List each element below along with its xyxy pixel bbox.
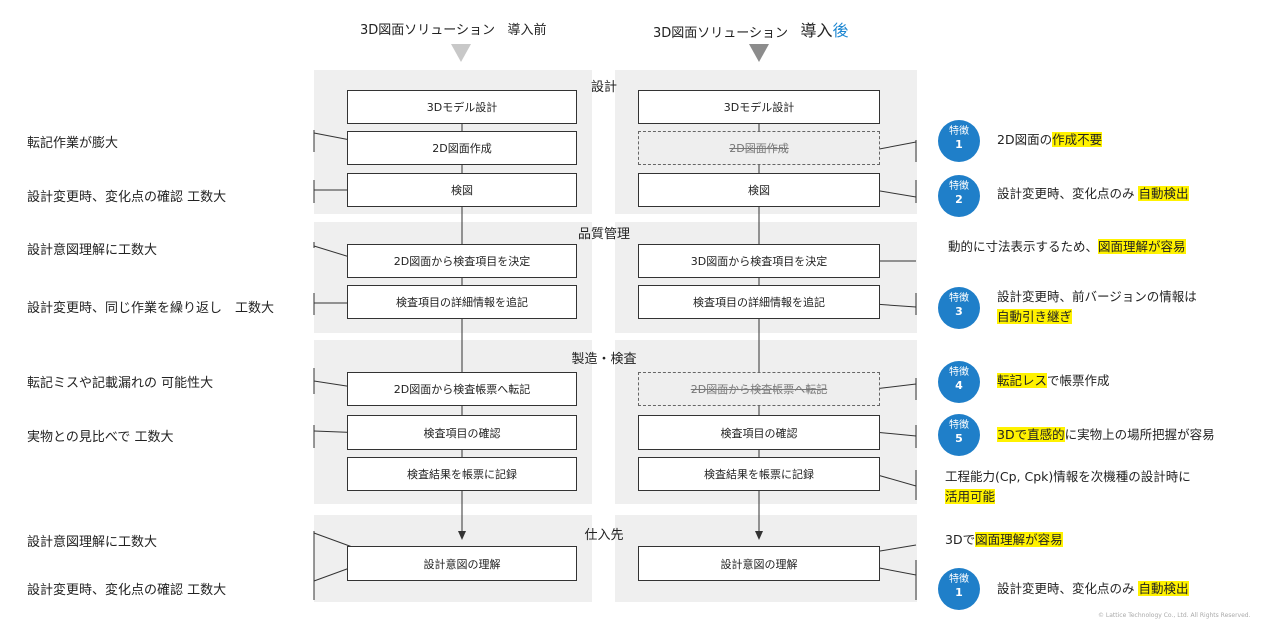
before-step-decide-items: 2D図面から検査項目を決定 [347,244,577,278]
benefit-highlight: 3Dで直感的 [997,427,1065,442]
after-step-3d-model: 3Dモデル設計 [638,90,880,124]
issue-repeat-work: 設計変更時、同じ作業を繰り返し 工数大 [27,301,275,316]
feature-badge-number: 1 [955,138,963,151]
section-label-quality: 品質管理 [577,227,630,242]
after-title: 3D図面ソリューション 導入後 [653,17,848,41]
after-title-prefix: 3D図面ソリューション [653,26,789,41]
benefit-text: に実物上の場所把握が容易 [1064,427,1215,442]
issue-supplier-intent: 設計意図理解に工数大 [27,535,158,550]
feature-badge-number: 2 [955,193,963,206]
before-step-add-details: 検査項目の詳細情報を追記 [347,285,577,319]
after-title-accent: 後 [832,21,849,40]
benefit-supplier-auto-detect: 設計変更時、変化点のみ 自動検出 [997,579,1189,599]
before-step-check-drawing: 検図 [347,173,577,207]
benefit-dynamic-dimensions: 動的に寸法表示するため、図面理解が容易 [948,237,1186,257]
after-step-check-drawing: 検図 [638,173,880,207]
before-step-understand-intent: 設計意図の理解 [347,546,577,581]
feature-badge-number: 5 [955,432,963,445]
benefit-highlight: 活用可能 [945,489,996,504]
benefit-highlight: 転記レス [997,373,1048,388]
feature-badge-label: 特徴 [949,367,969,378]
feature-badge-number: 3 [955,305,963,318]
after-step-add-details: 検査項目の詳細情報を追記 [638,285,880,319]
benefit-text: 2D図面の [997,132,1053,147]
issue-transcription-errors: 転記ミスや記載漏れの 可能性大 [27,376,214,391]
benefit-highlight: 図面理解が容易 [975,532,1063,547]
feature-badge-label: 特徴 [949,420,969,431]
after-step-understand-intent: 設計意図の理解 [638,546,880,581]
benefit-process-capability: 工程能力(Cp, Cpk)情報を次機種の設計時に 活用可能 [945,467,1191,507]
after-step-decide-items: 3D図面から検査項目を決定 [638,244,880,278]
before-title-suffix: 導入前 [507,23,547,38]
issue-supplier-change-check: 設計変更時、変化点の確認 工数大 [27,583,227,598]
after-step-confirm-items: 検査項目の確認 [638,415,880,450]
feature-badge-label: 特徴 [949,293,969,304]
benefit-supplier-understanding: 3Dで図面理解が容易 [945,530,1063,550]
before-step-record-results: 検査結果を帳票に記録 [347,457,577,491]
after-arrow-icon [749,44,769,62]
after-title-mid: 導入 [800,21,833,40]
after-step-2d-drawing-removed: 2D図面作成 [638,131,880,165]
before-step-confirm-items: 検査項目の確認 [347,415,577,450]
benefit-transcription-less: 転記レスで帳票作成 [997,371,1110,391]
before-step-2d-drawing: 2D図面作成 [347,131,577,165]
after-step-transcribe-removed: 2D図面から検査帳票へ転記 [638,372,880,406]
feature-badge-label: 特徴 [949,574,969,585]
issue-compare-with-physical: 実物との見比べで 工数大 [27,430,174,445]
benefit-intuitive-3d: 3Dで直感的に実物上の場所把握が容易 [997,425,1215,445]
section-label-design: 設計 [590,80,617,95]
benefit-text: 設計変更時、変化点のみ [997,581,1139,596]
feature-badge-number: 1 [955,586,963,599]
before-step-3d-model: 3Dモデル設計 [347,90,577,124]
benefit-text: 工程能力(Cp, Cpk)情報を次機種の設計時に [945,469,1191,484]
feature-badge-number: 4 [955,379,963,392]
benefit-text: 設計変更時、前バージョンの情報は [997,289,1197,304]
feature-badge-label: 特徴 [949,181,969,192]
copyright-notice: © Lattice Technology Co., Ltd. All Right… [1098,612,1251,619]
before-step-transcribe: 2D図面から検査帳票へ転記 [347,372,577,406]
before-title-prefix: 3D図面ソリューション [360,23,496,38]
benefit-highlight: 自動引き継ぎ [997,309,1073,324]
benefit-auto-carryover: 設計変更時、前バージョンの情報は 自動引き継ぎ [997,287,1197,327]
benefit-text: 3Dで [945,532,976,547]
issue-change-check-effort: 設計変更時、変化点の確認 工数大 [27,190,227,205]
issue-intent-understanding: 設計意図理解に工数大 [27,243,158,258]
before-arrow-icon [451,44,471,62]
benefit-highlight: 作成不要 [1052,132,1103,147]
benefit-text: で帳票作成 [1047,373,1110,388]
section-label-supplier: 仕入先 [584,528,624,543]
benefit-highlight: 図面理解が容易 [1098,239,1186,254]
benefit-highlight: 自動検出 [1138,186,1189,201]
benefit-text: 設計変更時、変化点のみ [997,186,1139,201]
before-title: 3D図面ソリューション 導入前 [360,19,546,38]
benefit-highlight: 自動検出 [1138,581,1189,596]
issue-transcription-heavy: 転記作業が膨大 [27,136,119,151]
benefit-text: 動的に寸法表示するため、 [948,239,1099,254]
benefit-auto-detect-changes: 設計変更時、変化点のみ 自動検出 [997,184,1189,204]
after-step-record-results: 検査結果を帳票に記録 [638,457,880,491]
section-label-manufacturing: 製造・検査 [571,352,637,367]
benefit-no-2d-drawing: 2D図面の作成不要 [997,130,1103,150]
feature-badge-label: 特徴 [949,126,969,137]
